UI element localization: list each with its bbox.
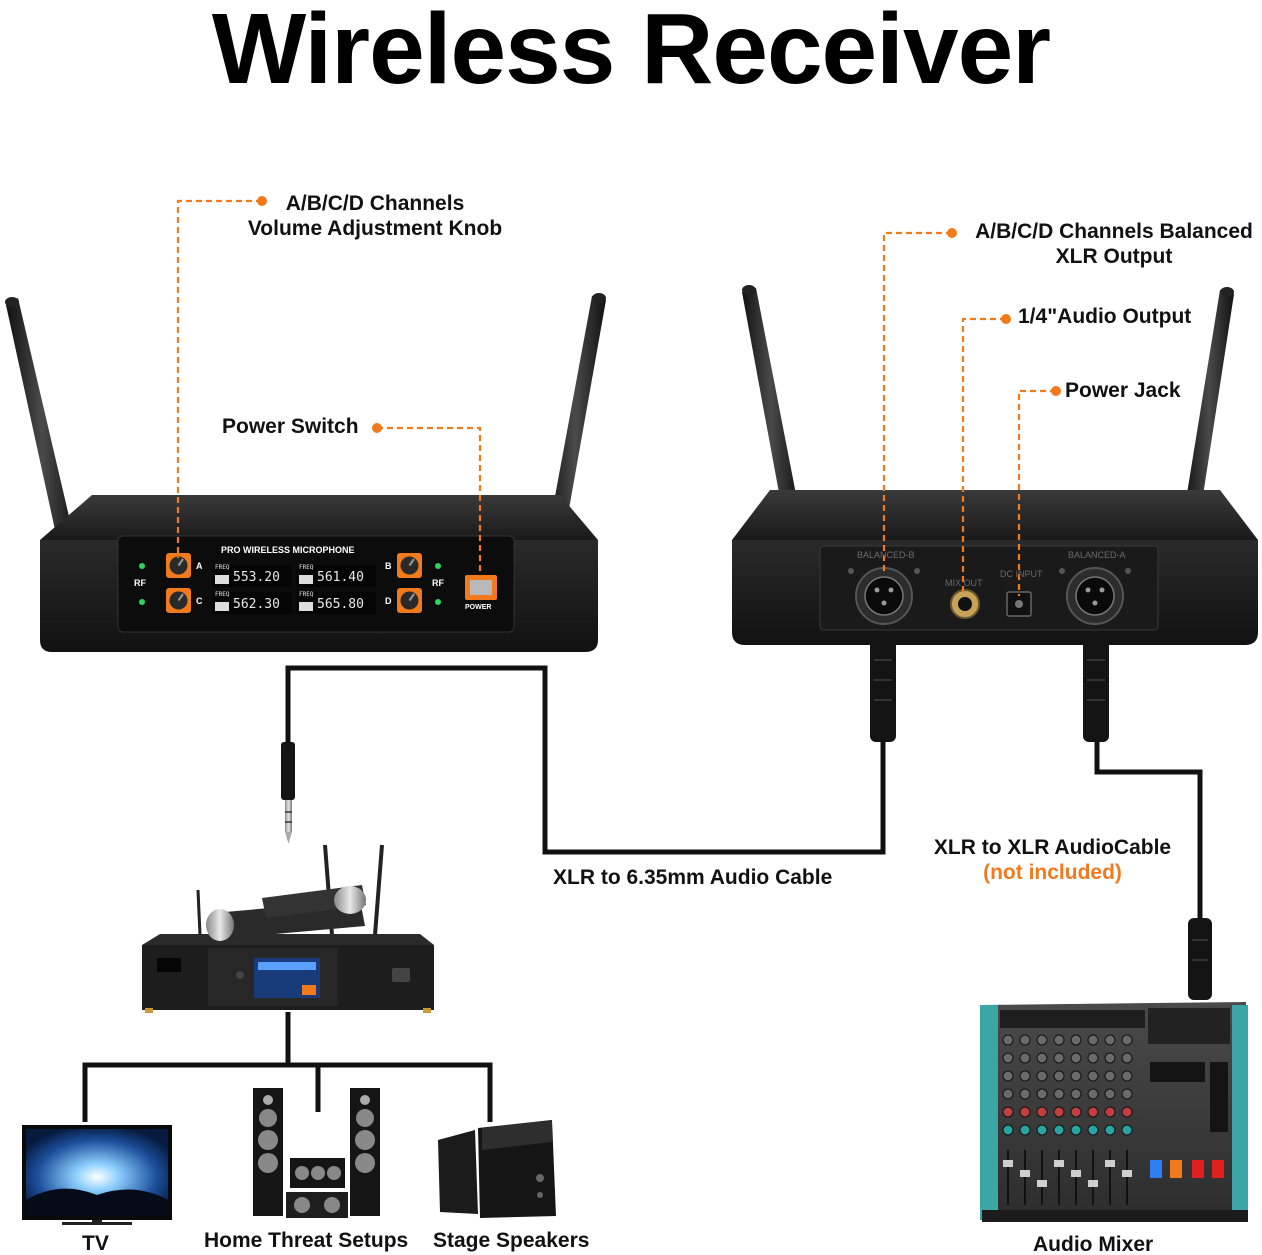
antenna-back-left-icon: [742, 285, 800, 520]
callout-volume-knob: A/B/C/D Channels Volume Adjustment Knob: [230, 191, 520, 241]
front-panel-rf-left: RF: [134, 578, 146, 588]
back-panel-mix-out: MIX OUT: [945, 578, 983, 588]
device-label-stage-speakers: Stage Speakers: [433, 1229, 590, 1252]
callout-xlr-output: A/B/C/D Channels Balanced XLR Output: [962, 219, 1262, 269]
lcd-freq-label-b: FREQ: [299, 564, 314, 571]
lcd-display-icon: [212, 565, 376, 614]
back-panel-balanced-b: BALANCED-B: [857, 550, 915, 560]
callout-power-jack: Power Jack: [1065, 379, 1181, 402]
back-panel-dc-input: DC INPUT: [1000, 569, 1043, 579]
cable-label-xlr-xlr: XLR to XLR AudioCable (not included): [920, 835, 1185, 885]
callout-dot-power-jack: [1051, 386, 1061, 396]
not-included-note: (not included): [983, 861, 1122, 884]
knob-c-icon: [166, 588, 191, 613]
plug-635-icon: [281, 742, 295, 844]
power-jack-icon: [1006, 591, 1032, 617]
front-panel-ch-c: C: [196, 596, 203, 606]
receiver-front-icon: [5, 293, 606, 652]
callout-power-switch: Power Switch: [222, 415, 359, 438]
back-panel-balanced-a: BALANCED-A: [1068, 550, 1126, 560]
callout-xlr-output-line2: XLR Output: [1055, 245, 1173, 268]
home-theater-icon: [253, 1088, 380, 1218]
device-label-audio-mixer: Audio Mixer: [1033, 1233, 1154, 1255]
lcd-freq-label-c: FREQ: [215, 591, 230, 598]
device-label-tv: TV: [82, 1232, 109, 1255]
callout-xlr-output-line1: A/B/C/D Channels Balanced: [975, 220, 1253, 243]
front-panel-ch-d: D: [385, 596, 392, 606]
lcd-freq-c: 562.30: [233, 597, 280, 612]
lcd-freq-b: 561.40: [317, 570, 364, 585]
knob-b-icon: [397, 553, 422, 578]
lcd-freq-d: 565.80: [317, 597, 364, 612]
callout-dot-audio-out: [1001, 314, 1011, 324]
xlr-plug-a-icon: [1083, 638, 1109, 742]
front-panel-ch-a: A: [196, 561, 203, 571]
device-label-home-theater: Home Threat Setups: [204, 1229, 409, 1252]
callout-dot-power-switch: [372, 423, 382, 433]
knob-d-icon: [397, 588, 422, 613]
xlr-socket-a-icon: [1059, 567, 1131, 625]
antenna-back-right-icon: [1184, 287, 1234, 515]
cable-xlr-to-635-icon: [285, 665, 886, 855]
microphone-icon: [206, 885, 366, 941]
callout-dot-knob: [257, 196, 267, 206]
callout-volume-knob-line1: A/B/C/D Channels: [285, 192, 465, 215]
stage-speakers-icon: [438, 1120, 556, 1218]
quarter-inch-jack-icon: [950, 589, 980, 619]
receiver-back-icon: [732, 285, 1258, 742]
output-distribution-lines-icon: [82, 1012, 493, 1122]
lcd-freq-a: 553.20: [233, 570, 280, 585]
karaoke-amplifier-icon: [142, 844, 434, 1013]
cable-label-xlr-xlr-line1: XLR to XLR AudioCable: [933, 836, 1172, 859]
lcd-freq-label-d: FREQ: [299, 591, 314, 598]
cable-label-xlr-635: XLR to 6.35mm Audio Cable: [553, 866, 833, 889]
page-title: Wireless Receiver: [211, 0, 1051, 105]
front-panel-rf-right: RF: [432, 578, 444, 588]
xlr-plug-b-icon: [870, 638, 896, 742]
callout-volume-knob-line2: Volume Adjustment Knob: [247, 217, 503, 240]
callout-audio-output: 1/4"Audio Output: [1018, 305, 1192, 328]
power-switch-icon: [465, 575, 497, 600]
knob-a-icon: [166, 553, 191, 578]
front-panel-power-label: POWER: [465, 604, 492, 611]
front-panel-ch-b: B: [385, 561, 392, 571]
tv-icon: [22, 1125, 172, 1225]
xlr-plug-mixer-icon: [1188, 918, 1212, 1000]
lcd-freq-label-a: FREQ: [215, 564, 230, 571]
callout-dot-xlr: [947, 228, 957, 238]
cable-xlr-to-xlr-icon: [1094, 740, 1203, 925]
front-panel-brand: PRO WIRELESS MICROPHONE: [221, 545, 355, 555]
xlr-socket-b-icon: [848, 567, 920, 625]
